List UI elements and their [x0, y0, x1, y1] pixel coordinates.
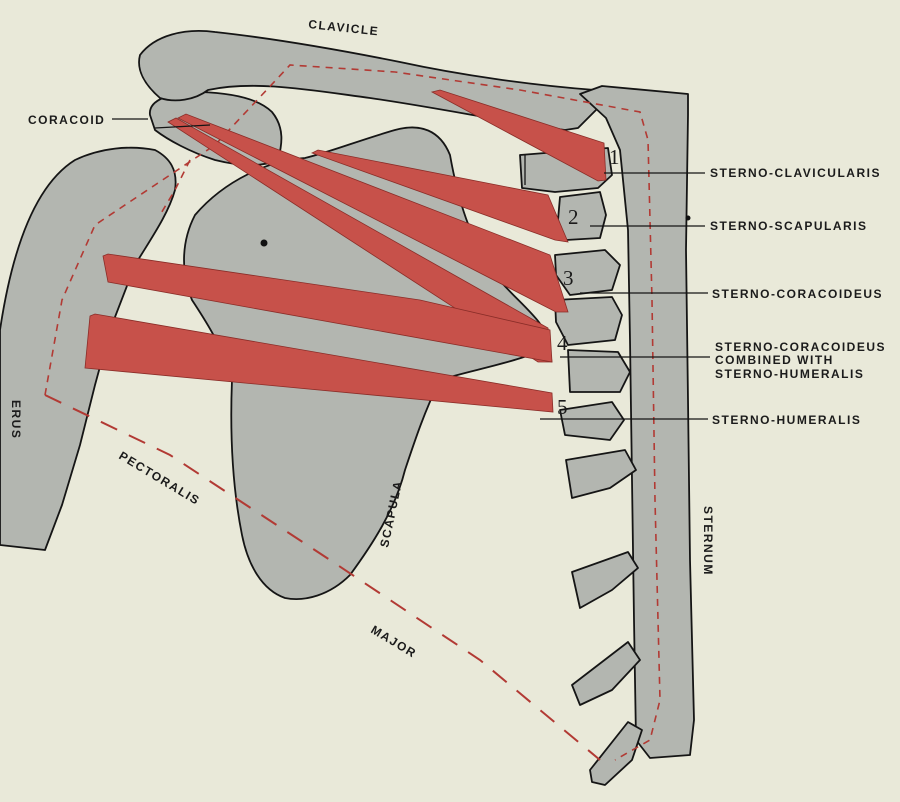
rib-10 [590, 722, 642, 785]
label-4-line-2: COMBINED WITH [715, 353, 834, 367]
label-sterno-clavicularis: STERNO-CLAVICULARIS [710, 166, 881, 180]
label-coracoid: CORACOID [28, 113, 105, 127]
number-5: 5 [557, 395, 568, 419]
label-pectoralis: PECTORALIS [116, 449, 202, 508]
rib-7 [566, 450, 636, 498]
label-sterno-coracoideus: STERNO-CORACOIDEUS [712, 287, 883, 301]
label-sternum: STERNUM [701, 506, 715, 576]
number-1: 1 [609, 145, 620, 169]
number-2: 2 [568, 205, 579, 229]
label-4-line-3: STERNO-HUMERALIS [715, 367, 864, 381]
label-4-line-1: STERNO-CORACOIDEUS [715, 340, 886, 354]
rib-5 [568, 350, 630, 392]
rib-2 [558, 192, 606, 240]
label-major: MAJOR [368, 623, 419, 661]
rib-8 [572, 552, 638, 608]
number-3: 3 [563, 266, 574, 290]
label-sterno-scapularis: STERNO-SCAPULARIS [710, 219, 868, 233]
number-4: 4 [557, 331, 568, 355]
label-clavicle: CLAVICLE [308, 17, 380, 38]
rib-6 [560, 402, 624, 440]
scapula-dot [261, 240, 268, 247]
rib-9 [572, 642, 640, 705]
label-humerus: ERUS [9, 400, 23, 439]
muscle-labels: STERNO-CLAVICULARIS STERNO-SCAPULARIS ST… [710, 166, 886, 427]
sternum-dot [686, 216, 691, 221]
label-sterno-humeralis: STERNO-HUMERALIS [712, 413, 861, 427]
